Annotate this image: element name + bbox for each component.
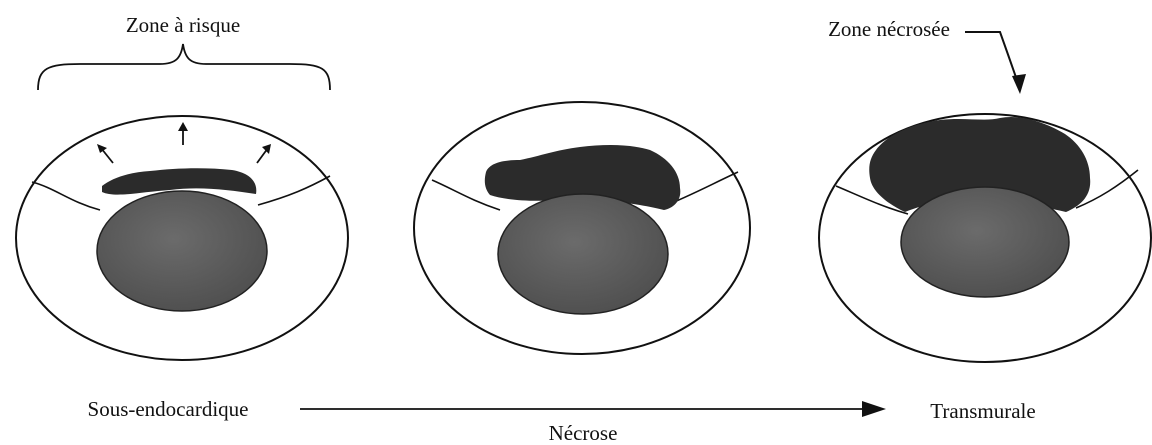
ventricle-cavity-2 xyxy=(498,194,668,314)
ventricle-cavity-3 xyxy=(901,187,1069,297)
down-arrow-icon xyxy=(965,32,1019,86)
curly-brace-icon xyxy=(38,44,330,90)
sous-endocardique-label: Sous-endocardique xyxy=(88,397,249,421)
down-arrow-head-icon xyxy=(1012,74,1026,94)
zone-a-risque-label: Zone à risque xyxy=(126,13,240,37)
necrose-label: Nécrose xyxy=(549,421,618,445)
right-arrow-head-icon xyxy=(862,401,886,417)
heart-section-1 xyxy=(16,116,348,360)
heart-section-3 xyxy=(819,114,1151,362)
transmurale-label: Transmurale xyxy=(930,399,1035,423)
zone-necrosee-label: Zone nécrosée xyxy=(828,17,950,41)
ventricle-cavity-1 xyxy=(97,191,267,311)
heart-section-2 xyxy=(414,102,750,354)
